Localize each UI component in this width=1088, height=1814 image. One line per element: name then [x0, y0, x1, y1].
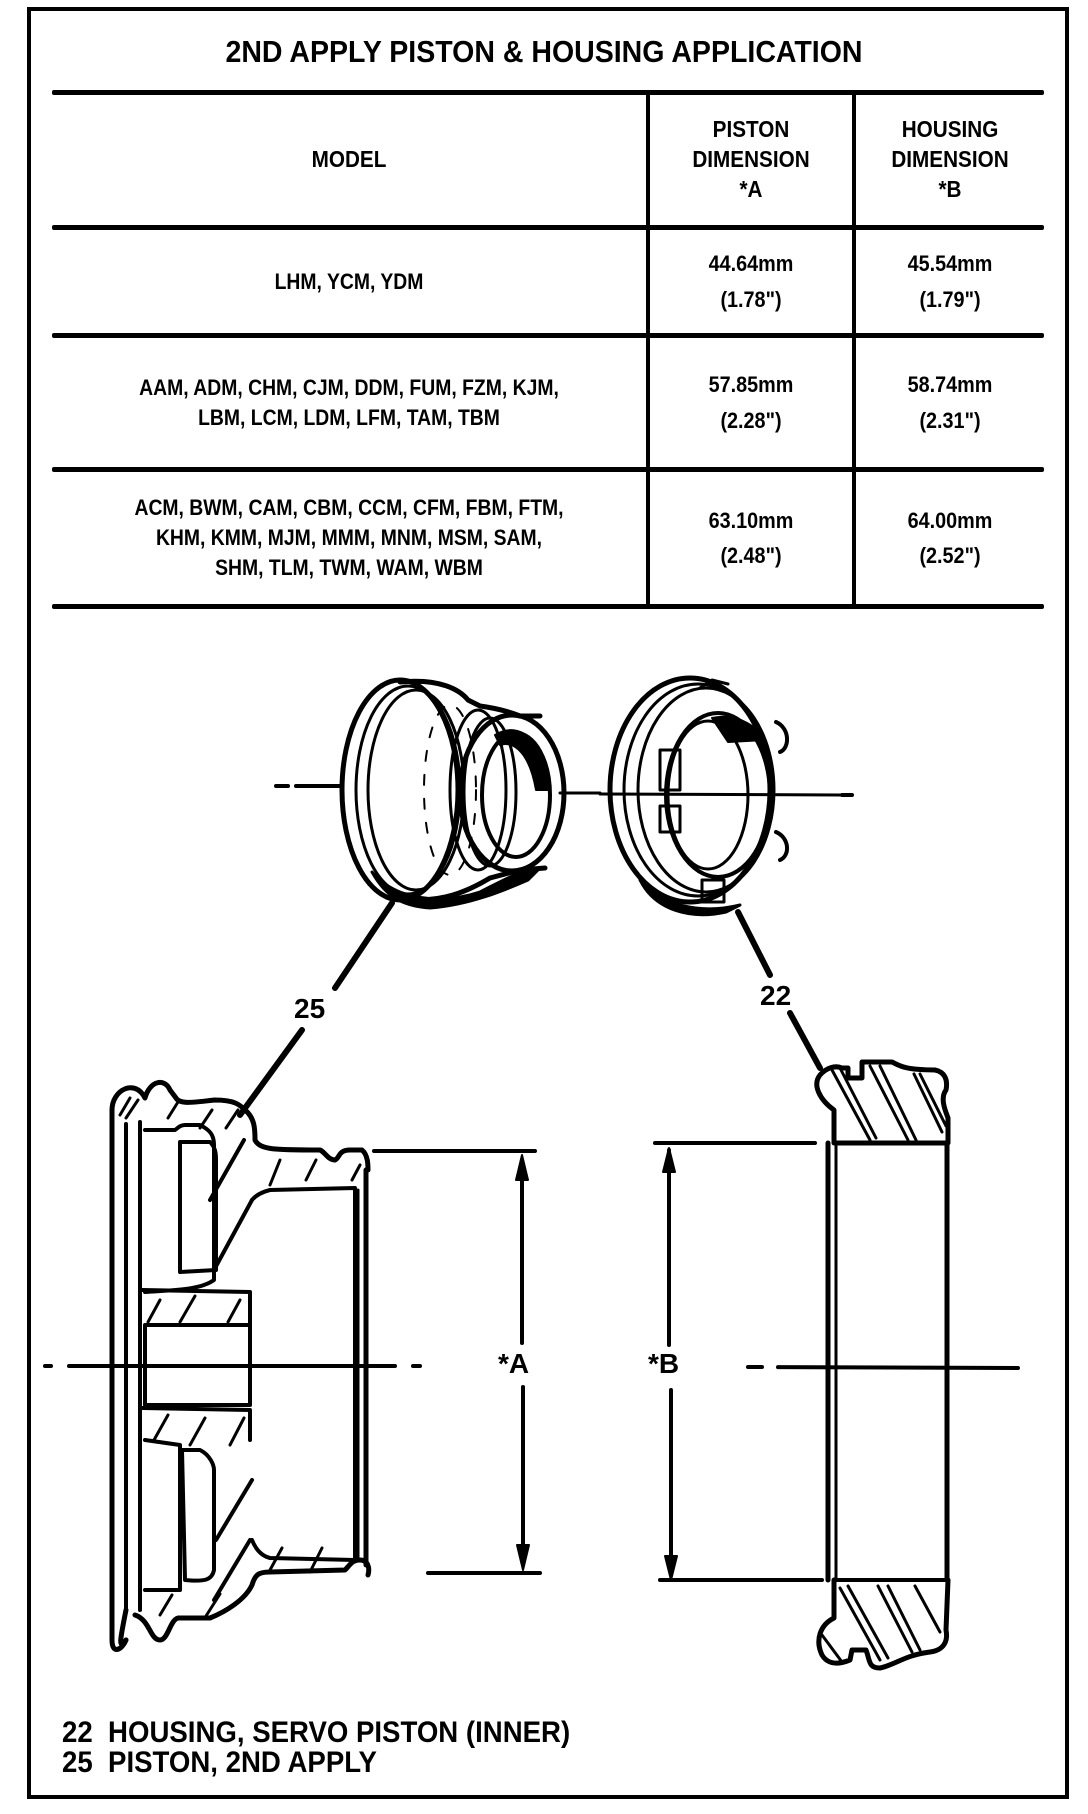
table-rule-row2 — [52, 467, 1044, 472]
table-rule-top — [52, 90, 1044, 95]
table-row-housing-dimension: 58.74mm (2.31") — [907, 372, 993, 433]
table-row-models: ACM, BWM, CAM, CBM, CCM, CFM, FBM, FTM, … — [134, 495, 564, 580]
piston-perspective-illustration — [274, 677, 602, 910]
table-row-models: AAM, ADM, CHM, CJM, DDM, FUM, FZM, KJM, … — [139, 374, 559, 430]
table-rule-row1 — [52, 333, 1044, 338]
callout-leader-22 — [735, 909, 773, 978]
legend-number: 25 — [62, 1746, 93, 1779]
table-row-piston-dimension: 57.85mm (2.28") — [708, 372, 794, 433]
table-row-models: LHM, YCM, YDM — [274, 268, 424, 294]
dimension-a — [372, 1149, 542, 1575]
callout-number-25: 25 — [294, 993, 326, 1024]
table-rule-header — [52, 225, 1044, 230]
callout-leader-25 — [237, 1027, 305, 1118]
table-row-piston-dimension: 63.10mm (2.48") — [708, 507, 794, 568]
page-title: 2ND APPLY PISTON & HOUSING APPLICATION — [225, 34, 863, 69]
piston-cross-section — [43, 1080, 422, 1652]
header-housing-dimension: HOUSING DIMENSION *B — [891, 116, 1009, 202]
table-column-divider — [646, 92, 650, 607]
dimension-label-b: *B — [648, 1348, 680, 1379]
callout-leader-22 — [787, 1010, 823, 1071]
table-row-housing-dimension: 45.54mm (1.79") — [907, 251, 993, 312]
table-row-piston-dimension: 44.64mm (1.78") — [708, 251, 794, 312]
dimension-b — [653, 1141, 824, 1582]
table-row-housing-dimension: 64.00mm (2.52") — [907, 507, 993, 568]
housing-perspective-illustration — [598, 675, 854, 917]
table-column-divider — [852, 92, 856, 607]
legend-label: HOUSING, SERVO PISTON (INNER) — [108, 1716, 571, 1749]
housing-cross-section — [746, 1059, 1032, 1671]
header-model: MODEL — [311, 146, 387, 173]
header-piston-dimension: PISTON DIMENSION *A — [692, 116, 810, 202]
legend-label: PISTON, 2ND APPLY — [108, 1746, 377, 1779]
table-rule-bottom — [52, 604, 1044, 609]
dimension-label-a: *A — [498, 1348, 530, 1379]
legend-number: 22 — [62, 1716, 93, 1749]
callout-number-22: 22 — [760, 980, 792, 1011]
diagram-frame — [27, 7, 1069, 1799]
callout-leader-25 — [332, 900, 395, 991]
legend-item: 22 HOUSING, SERVO PISTON (INNER) — [62, 1716, 570, 1750]
legend-item: 25 PISTON, 2ND APPLY — [62, 1746, 377, 1780]
